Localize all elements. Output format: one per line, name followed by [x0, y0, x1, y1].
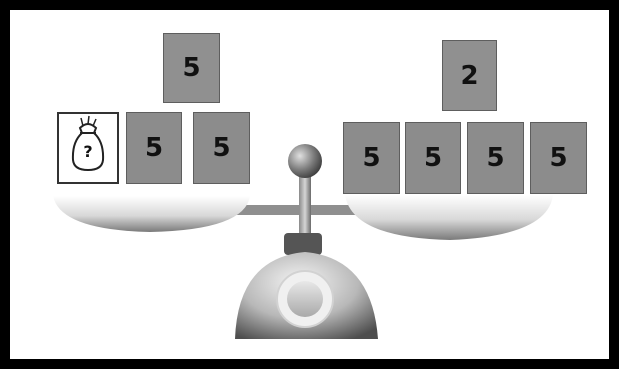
weight-right-1[interactable]: 5: [343, 122, 400, 194]
weight-right-3[interactable]: 5: [467, 122, 524, 194]
scale-base-hole: [287, 281, 323, 317]
bag-question-label: ?: [83, 142, 93, 161]
weight-label: 5: [549, 143, 568, 173]
left-pan: [53, 196, 250, 232]
scale-knob: [288, 144, 322, 178]
weight-left-1[interactable]: 5: [126, 112, 182, 184]
weight-label: 5: [362, 143, 381, 173]
unknown-bag[interactable]: ?: [57, 112, 119, 184]
weight-left-top[interactable]: 5: [163, 33, 220, 103]
weight-label: 5: [486, 143, 505, 173]
bag-icon: [71, 115, 105, 172]
weight-label: 5: [423, 143, 443, 173]
weight-right-top[interactable]: 2: [442, 40, 497, 111]
weight-label: 2: [460, 60, 479, 91]
scale-post: [299, 175, 311, 237]
weight-label: 5: [144, 133, 164, 163]
right-pan: [345, 195, 553, 240]
weight-label: 5: [182, 53, 201, 83]
weight-right-2[interactable]: 5: [405, 122, 461, 194]
weight-label: 5: [212, 133, 231, 163]
scale-collar: [284, 233, 322, 255]
weight-left-2[interactable]: 5: [193, 112, 250, 184]
weight-right-4[interactable]: 5: [530, 122, 587, 194]
